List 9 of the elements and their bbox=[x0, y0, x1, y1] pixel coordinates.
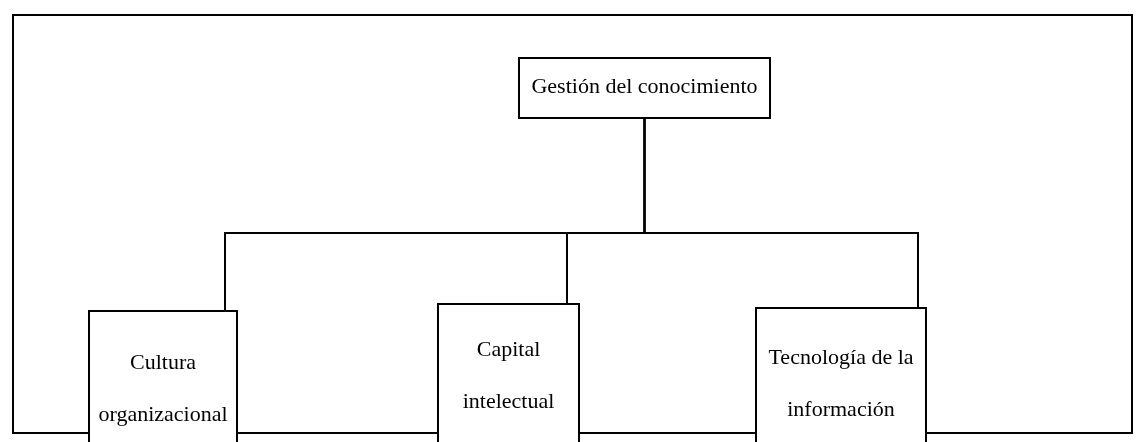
box-label: Cultura organizacional bbox=[97, 348, 229, 428]
box-label: Tecnología de la información bbox=[767, 343, 915, 423]
concept-box bbox=[518, 57, 771, 119]
box-label: Capital intelectual bbox=[461, 335, 556, 415]
concept-box bbox=[755, 307, 927, 442]
concept-box bbox=[88, 310, 238, 442]
box-label: Gestión del conocimiento bbox=[530, 72, 759, 100]
concept-box bbox=[437, 303, 580, 442]
connector-line bbox=[643, 118, 919, 308]
